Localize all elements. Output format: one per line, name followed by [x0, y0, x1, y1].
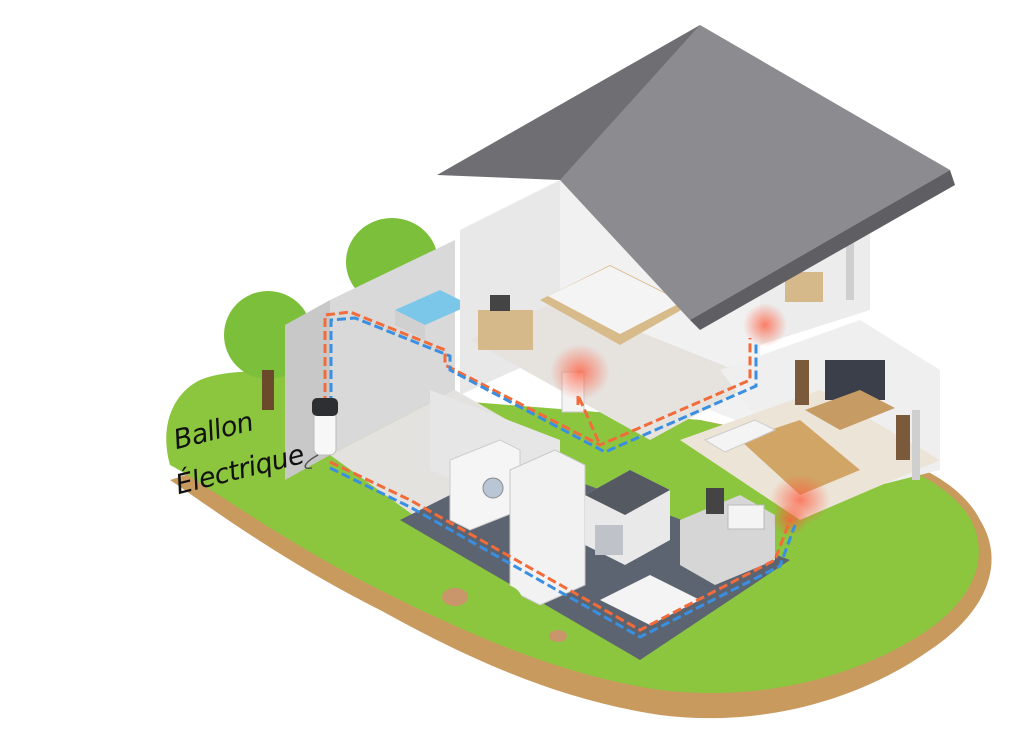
- hot-pipe-low: [329, 460, 792, 632]
- left-wall-back: [330, 240, 455, 455]
- microwave: [727, 504, 765, 530]
- water-heater-top: [312, 398, 338, 416]
- laptop: [490, 295, 510, 311]
- bush: [920, 494, 956, 530]
- desk: [478, 310, 533, 350]
- upper-floor: [460, 180, 870, 440]
- hot-pipe-branch: [576, 394, 602, 446]
- ac-unit: [703, 419, 777, 453]
- water-heater-body: [313, 409, 337, 456]
- bush: [487, 585, 523, 621]
- cold-pipe: [329, 316, 758, 454]
- living-room: [680, 320, 940, 520]
- pipes: [323, 310, 797, 639]
- bed-mattress: [548, 266, 682, 334]
- tree-trunk: [262, 370, 274, 410]
- fridge: [509, 449, 586, 606]
- speaker-right: [896, 415, 910, 460]
- water-heater: [304, 398, 338, 470]
- heat-glow-1: [550, 344, 610, 400]
- bush: [858, 527, 894, 563]
- cold-pipe-low: [329, 466, 797, 639]
- sofa: [740, 420, 860, 495]
- tv-stand: [805, 390, 895, 430]
- water-heater-cable: [304, 454, 319, 470]
- rock: [442, 588, 468, 606]
- bathtub: [395, 290, 470, 325]
- speaker-left: [795, 360, 809, 405]
- floor-lamp: [846, 240, 854, 300]
- roof-main: [560, 25, 950, 320]
- bush: [774, 574, 810, 610]
- living-lamp: [912, 410, 920, 480]
- heat-glow-2: [743, 303, 787, 347]
- heat-glows: [550, 303, 830, 536]
- stovetop: [585, 470, 670, 515]
- oven: [595, 525, 623, 555]
- bushes: [442, 494, 956, 650]
- hot-pipe: [323, 310, 752, 447]
- roof-edge: [690, 170, 955, 330]
- washer-door: [482, 477, 504, 499]
- roof: [437, 25, 955, 330]
- rock: [549, 630, 567, 642]
- bush: [702, 614, 738, 650]
- bathtub-rim: [395, 310, 425, 340]
- upper-floor-plane: [470, 300, 760, 440]
- coffee-machine: [706, 488, 724, 514]
